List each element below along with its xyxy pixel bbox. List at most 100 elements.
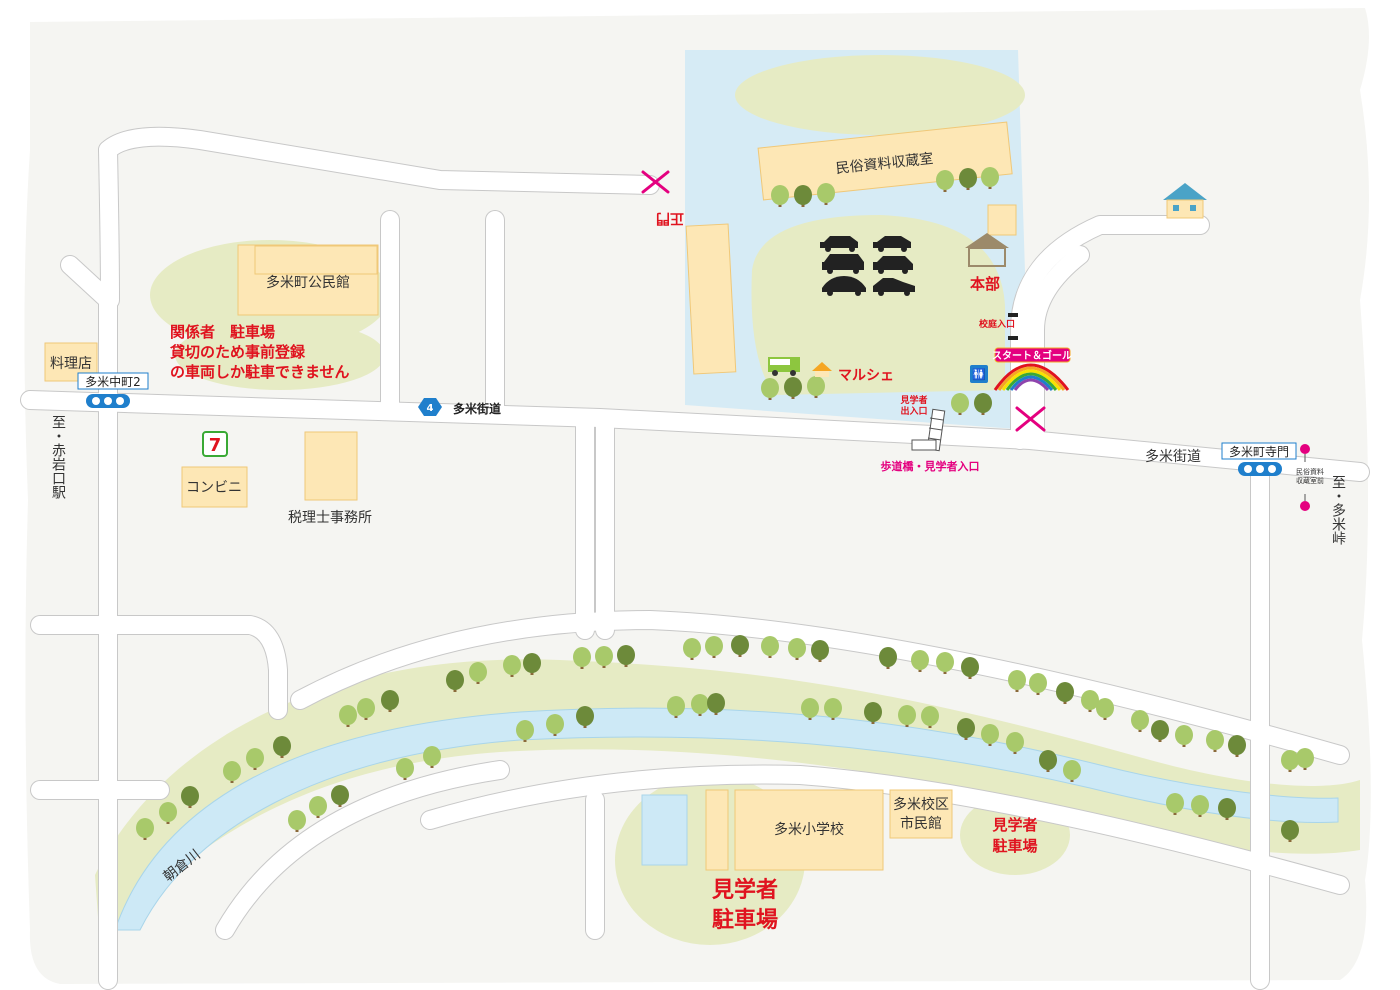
tree-icon	[824, 698, 842, 720]
tree-icon	[1166, 793, 1184, 815]
pin-label-1: 民俗資料	[1296, 467, 1324, 476]
visitor-entrance-label-2: 出入口	[900, 405, 927, 417]
tree-icon	[771, 185, 789, 207]
tree-icon	[911, 650, 929, 672]
tree-icon	[981, 167, 999, 189]
tree-icon	[864, 702, 882, 724]
tree-icon	[961, 657, 979, 679]
visitor-parking-small-2: 駐車場	[992, 837, 1037, 855]
staff-parking-note-1: 関係者 駐車場	[170, 323, 275, 341]
start-goal-label: スタート＆ゴール	[992, 349, 1072, 362]
traffic-light-west-icon	[86, 394, 130, 408]
tax-office-label: 税理士事務所	[288, 510, 372, 526]
tree-icon	[1296, 748, 1314, 770]
tree-icon	[309, 796, 327, 818]
tree-icon	[423, 746, 441, 768]
tree-icon	[331, 785, 349, 807]
tree-icon	[1175, 725, 1193, 747]
headquarters-tent-icon	[965, 233, 1009, 267]
tree-icon	[1063, 760, 1081, 782]
tree-icon	[879, 647, 897, 669]
convenience-building	[181, 466, 248, 508]
tree-icon	[1191, 795, 1209, 817]
house-icon	[1163, 183, 1207, 219]
tree-icon	[667, 696, 685, 718]
tree-icon	[691, 694, 709, 716]
tree-icon	[1218, 798, 1236, 820]
tree-icon	[794, 185, 812, 207]
tree-icon	[1081, 690, 1099, 712]
tree-icon	[1039, 750, 1057, 772]
tree-icon	[1008, 670, 1026, 692]
tree-icon	[705, 636, 723, 658]
tree-icon	[974, 393, 992, 415]
school-ground	[751, 215, 1006, 395]
start-goal-rainbow-icon	[993, 363, 1070, 392]
pool	[641, 794, 688, 866]
direction-east-label: 至・多米峠	[1330, 475, 1346, 545]
tree-icon	[959, 168, 977, 190]
traffic-light-east-icon	[1238, 462, 1282, 476]
tree-icon	[707, 693, 725, 715]
main-road-label: 多米街道	[453, 401, 501, 416]
north-green	[735, 55, 1025, 135]
main-road-label-east: 多米街道	[1145, 448, 1201, 465]
staff-parking-note-3: の車両しか駐車できません	[170, 363, 350, 381]
tree-icon	[1281, 750, 1299, 772]
tree-icon	[1228, 735, 1246, 757]
tree-icon	[339, 705, 357, 727]
route-number-badge: 4	[418, 398, 442, 416]
food-truck-icon	[768, 357, 800, 376]
staff-parking-green	[175, 320, 385, 390]
tree-icon	[1131, 710, 1149, 732]
start-goal-banner	[994, 347, 1071, 363]
community-hall-label: 多米町公民館	[266, 274, 350, 291]
tree-icon	[811, 640, 829, 662]
tree-icon	[731, 635, 749, 657]
tree-icon	[1056, 682, 1074, 704]
tree-icon	[936, 170, 954, 192]
tree-icon	[223, 761, 241, 783]
staff-parking-note-2: 貸切のため事前登録	[170, 343, 306, 361]
small-shed	[987, 204, 1017, 236]
citizen-hall-building	[889, 789, 953, 839]
marche-tent-icon	[812, 362, 832, 377]
tree-icon	[1029, 673, 1047, 695]
tree-icon	[807, 376, 825, 398]
citizen-hall-label-1: 多米校区	[893, 796, 949, 813]
folk-storage-pin-icon	[1300, 444, 1310, 511]
school-building	[734, 789, 884, 871]
closed-gate-north-icon	[641, 170, 670, 194]
visitor-entrance-label-1: 見学者	[899, 394, 927, 406]
tree-icon	[1206, 730, 1224, 752]
closed-gate-south-icon	[1015, 406, 1046, 432]
tree-icon	[288, 810, 306, 832]
bus-stop-west-label: 多米中町2	[85, 374, 141, 389]
visitor-parking-main-2: 駐車場	[712, 907, 778, 933]
visitor-parking-small-1: 見学者	[991, 816, 1037, 834]
route-number: 4	[427, 403, 434, 414]
entrance-marker-2	[1008, 336, 1018, 340]
classic-cars-icon	[820, 236, 915, 296]
footbridge-label: 歩道橋・見学者入口	[881, 459, 980, 473]
tree-icon	[136, 818, 154, 840]
tree-icon	[469, 662, 487, 684]
tree-icon	[788, 638, 806, 660]
direction-west-label: 至・赤岩口駅	[50, 415, 66, 499]
tree-icon	[273, 736, 291, 758]
tree-icon	[817, 183, 835, 205]
tree-icon	[936, 652, 954, 674]
toilet-glyph: 🚻	[972, 368, 986, 381]
bus-stop-east-sign	[1221, 442, 1297, 460]
tree-icon	[683, 638, 701, 660]
tree-icon	[357, 698, 375, 720]
bus-stop-west-sign	[77, 372, 149, 390]
tree-icon	[898, 705, 916, 727]
marche-label: マルシェ	[838, 368, 894, 384]
tax-office-building	[304, 431, 358, 501]
trees	[136, 167, 1314, 842]
tree-icon	[523, 653, 541, 675]
visitor-parking-main-1: 見学者	[712, 877, 778, 903]
tree-icon	[761, 636, 779, 658]
